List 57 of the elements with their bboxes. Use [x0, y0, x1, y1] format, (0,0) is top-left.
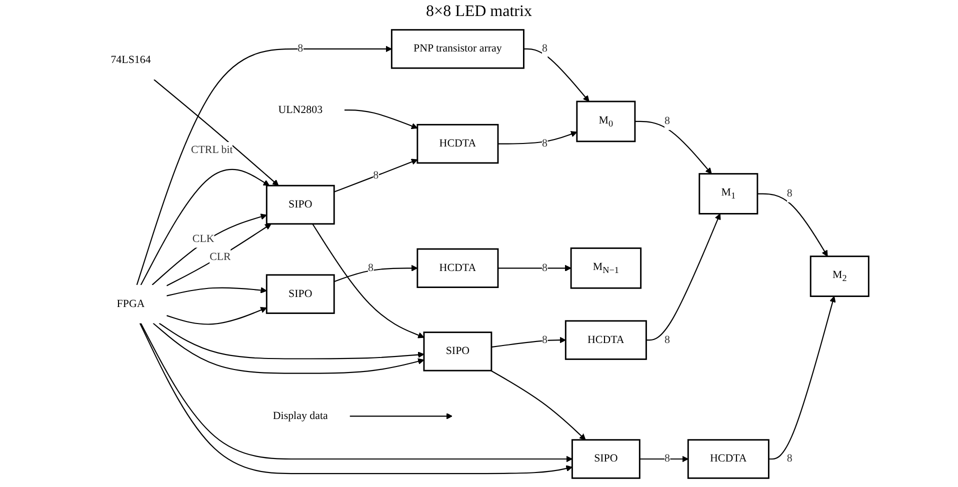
arrow: [312, 224, 424, 338]
arrow: [136, 46, 392, 286]
node-text: 74LS164: [110, 54, 152, 66]
arrow: [166, 224, 272, 286]
edge-label: 8: [542, 42, 548, 55]
arrow: [524, 48, 590, 102]
arrow: [640, 456, 689, 462]
node-box: HCDTA: [565, 320, 648, 360]
edge-label: CTRL bit: [191, 144, 234, 156]
node-text: ULN2803: [278, 104, 323, 116]
arrow: [635, 120, 712, 174]
edge-label: 8: [787, 188, 793, 200]
node-box: M$_{N−1}$: [570, 247, 642, 289]
arrow: [334, 264, 418, 282]
arrow: [166, 287, 268, 296]
node-box: M$_{1}$: [698, 173, 758, 214]
arrow: [166, 306, 268, 325]
arrow: [334, 158, 418, 192]
node-box: SIPO: [424, 332, 492, 372]
arrow: [498, 131, 578, 144]
node-box: SIPO: [572, 439, 641, 479]
arrow: [159, 322, 424, 360]
arrow: [344, 110, 418, 130]
edge-label: CLR: [210, 251, 232, 263]
node-text: FPGA: [117, 298, 146, 310]
arrow: [758, 193, 828, 257]
arrow: [152, 214, 268, 286]
arrow: [154, 79, 280, 186]
edge-label: 8: [664, 334, 670, 346]
arrow: [492, 336, 566, 348]
arrow: [498, 264, 572, 272]
node-box: M$_{2}$: [810, 256, 870, 297]
node-box: PNP transistor array: [391, 29, 525, 69]
node-text: Display data: [273, 410, 328, 422]
node-box: SIPO: [266, 184, 336, 225]
arrow: [768, 296, 836, 460]
arrow: [350, 412, 453, 420]
edge-label: 8: [664, 115, 670, 128]
edge-label: 8: [542, 138, 548, 150]
node-box: HCDTA: [416, 248, 499, 288]
arrow: [140, 168, 270, 286]
edge-label: 8: [298, 42, 304, 55]
edge-label: 8: [373, 170, 379, 182]
edge-label: 8: [664, 452, 670, 465]
edge-label: 8: [787, 452, 793, 465]
arrow: [646, 213, 722, 341]
edge-label: 8: [542, 262, 548, 274]
node-box: HCDTA: [688, 439, 770, 479]
edge-label: 8: [368, 262, 374, 274]
node-box: M$_{0}$: [576, 100, 636, 142]
node-box: HCDTA: [416, 124, 499, 164]
edge-label: CLK: [192, 233, 215, 245]
node-box: SIPO: [266, 274, 336, 314]
arrow: [490, 370, 586, 440]
group-label: 8×8 LED matrix: [426, 3, 532, 20]
edge-label: 8: [542, 334, 548, 346]
arrow: [153, 322, 424, 374]
